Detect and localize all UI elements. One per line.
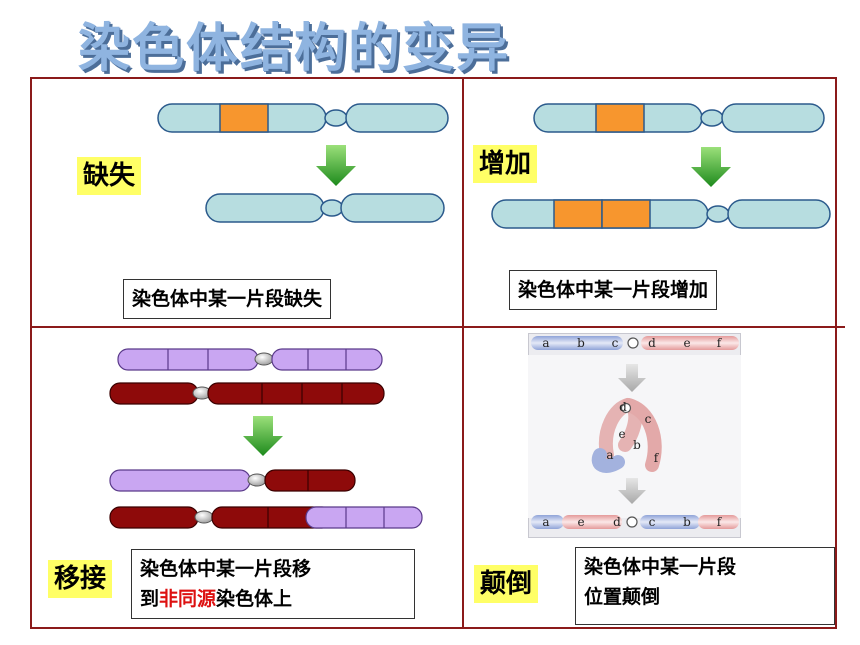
gene-label: e bbox=[683, 336, 691, 350]
translocation-caption-line2: 到非同源染色体上 bbox=[140, 584, 406, 614]
duplication-tag: 增加 bbox=[473, 145, 538, 183]
gene-label: b bbox=[683, 515, 691, 529]
inversion-result-strand bbox=[531, 515, 739, 529]
duplication-original-chromosome bbox=[533, 103, 825, 133]
page-title: 染色体结构的变异 bbox=[78, 19, 511, 79]
deletion-result-chromosome bbox=[205, 193, 445, 223]
gene-label: a bbox=[542, 515, 550, 529]
deletion-caption: 染色体中某一片段缺失 bbox=[123, 279, 332, 319]
divider-vertical bbox=[462, 77, 464, 629]
inversion-loop bbox=[591, 397, 662, 473]
caption-text: 到 bbox=[140, 588, 160, 610]
deletion-arrow bbox=[316, 145, 356, 186]
duplication-arrow bbox=[691, 147, 731, 187]
translocation-arrow bbox=[243, 416, 283, 456]
gene-label: f bbox=[653, 451, 659, 465]
translocation-result-purple bbox=[109, 469, 356, 492]
gene-label: a bbox=[606, 448, 614, 462]
gene-label: c bbox=[644, 412, 652, 426]
gene-label: a bbox=[542, 336, 550, 350]
translocation-caption: 染色体中某一片段移 到非同源染色体上 bbox=[131, 549, 415, 619]
gene-label: e bbox=[577, 515, 585, 529]
gene-label: c bbox=[648, 515, 656, 529]
gene-label: e bbox=[618, 427, 626, 441]
gene-label: d bbox=[619, 400, 627, 414]
duplication-result-chromosome bbox=[491, 199, 831, 229]
inversion-arrow-1 bbox=[618, 364, 646, 392]
inversion-caption-line2: 位置颠倒 bbox=[584, 586, 661, 608]
translocation-tag: 移接 bbox=[48, 560, 113, 598]
diagram-frame bbox=[30, 77, 837, 629]
translocation-caption-line1: 染色体中某一片段移 bbox=[140, 558, 312, 580]
gene-label: b bbox=[577, 336, 585, 350]
translocation-red-chromosome bbox=[109, 382, 385, 405]
duplication-caption: 染色体中某一片段增加 bbox=[509, 270, 718, 310]
non-homologous-text: 非同源 bbox=[159, 588, 217, 610]
divider-horizontal bbox=[30, 326, 845, 328]
inversion-arrow-2 bbox=[618, 478, 646, 504]
gene-label: f bbox=[716, 336, 722, 350]
translocation-purple-chromosome bbox=[117, 348, 383, 371]
gene-label: c bbox=[611, 336, 619, 350]
translocation-result-red bbox=[109, 506, 423, 529]
inversion-tag: 颠倒 bbox=[474, 565, 539, 603]
inversion-original-strand bbox=[531, 336, 739, 350]
deletion-tag: 缺失 bbox=[77, 157, 142, 195]
inversion-caption: 染色体中某一片段 位置颠倒 bbox=[575, 547, 835, 625]
deletion-original-chromosome bbox=[157, 103, 449, 133]
caption-text: 染色体上 bbox=[216, 588, 293, 610]
gene-label: b bbox=[633, 438, 641, 452]
inversion-caption-line1: 染色体中某一片段 bbox=[584, 556, 737, 578]
gene-label: d bbox=[648, 336, 656, 350]
gene-label: f bbox=[716, 515, 722, 529]
gene-label: d bbox=[613, 515, 621, 529]
